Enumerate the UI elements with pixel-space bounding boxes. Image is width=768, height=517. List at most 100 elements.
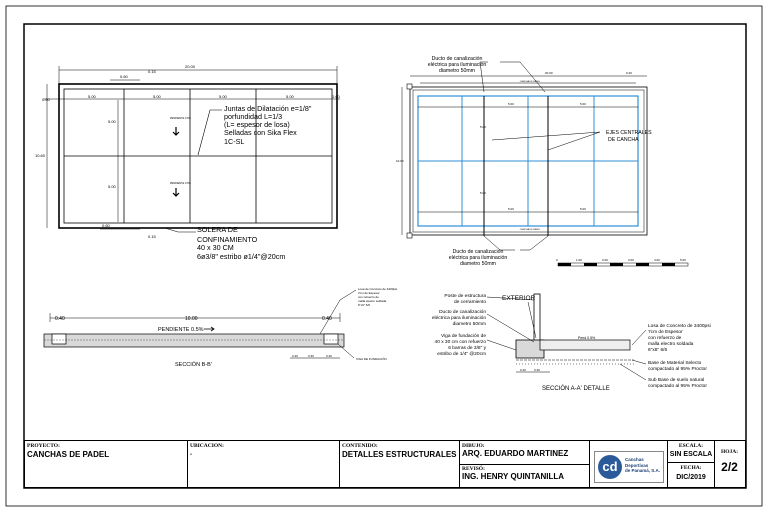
ubicacion-value: - xyxy=(190,452,192,458)
aa-exterior: EXTERIOR xyxy=(502,295,536,302)
aa-slab-note: Losa de Concreto de 3400psi 7cm de Espes… xyxy=(648,323,711,353)
aa-slab xyxy=(539,339,631,351)
svg-text:0.40: 0.40 xyxy=(520,368,526,372)
contenido-value: DETALLES ESTRUCTURALES xyxy=(342,450,457,459)
svg-text:Viga de fundación de: Viga de fundación de xyxy=(441,333,486,339)
court-outer xyxy=(409,86,648,236)
svg-text:6 barras de 3/8" y: 6 barras de 3/8" y xyxy=(448,345,486,351)
dim-side-left: 0.60 xyxy=(42,97,51,102)
svg-text:2.00: 2.00 xyxy=(602,258,608,262)
svg-text:40 x 30 CM: 40 x 30 CM xyxy=(197,243,234,252)
dim-mid-small: 0.15 xyxy=(148,69,157,74)
svg-text:con refuerzo de: con refuerzo de xyxy=(648,335,682,341)
dim-height: 10.60 xyxy=(35,153,46,158)
svg-text:7cm de Espesor: 7cm de Espesor xyxy=(358,291,380,295)
slope-mark-2: PENDIENTE 0.5% xyxy=(170,182,191,185)
svg-text:diametro 50mm: diametro 50mm xyxy=(439,68,475,74)
rdim-row1a: 5.00 xyxy=(508,102,514,106)
fecha-label: FECHA: xyxy=(680,465,702,471)
axes-note: EJES CENTRALES DE CANCHA xyxy=(606,130,652,143)
svg-text:SOLERA DE: SOLERA DE xyxy=(197,225,238,234)
dim-bottom-mid: 0.15 xyxy=(148,234,157,239)
duct-note-bottom: Ducto de canalización eléctrica para ilu… xyxy=(449,249,508,267)
svg-text:DE CANCHA: DE CANCHA xyxy=(608,137,639,143)
bb-left-dim: 0.40 xyxy=(55,316,65,322)
proyecto-label: PROYECTO: xyxy=(27,443,60,449)
svg-text:0.30: 0.30 xyxy=(534,368,540,372)
svg-text:CONFINAMIENTO: CONFINAMIENTO xyxy=(197,235,258,244)
dibujo-value: ARQ. EDUARDO MARTINEZ xyxy=(462,449,569,458)
tb-ubicacion: UBICACION: - xyxy=(188,441,340,487)
svg-text:0.40: 0.40 xyxy=(326,354,332,358)
company-logo: cd Canchas Deportivas de Panamá, S.A. xyxy=(594,451,664,483)
solera-outline xyxy=(58,83,338,229)
svg-text:40 x 30 cm con refuerzo: 40 x 30 cm con refuerzo xyxy=(435,339,487,345)
rdim-row1b: 5.00 xyxy=(580,102,586,106)
dim-seg4: 5.00 xyxy=(286,94,295,99)
rdim-row2b: 5.00 xyxy=(580,207,586,211)
svg-text:Ducto de canalización: Ducto de canalización xyxy=(432,56,483,62)
rdim-top-total: 20.00 xyxy=(545,71,553,75)
svg-text:6"x6" 6/6: 6"x6" 6/6 xyxy=(358,303,370,307)
aa-slope: Pend 0.5% xyxy=(578,336,595,340)
slope-mark-1: PENDIENTE 0.5% xyxy=(170,117,191,120)
escala-label: ESCALA: xyxy=(678,443,704,449)
rdim-row2a: 5.00 xyxy=(508,207,514,211)
hoja-value: 2/2 xyxy=(721,460,738,474)
scale-bar: 0 1.00 2.00 3.00 4.00 5.00 xyxy=(556,258,689,267)
svg-text:malla electro soldada: malla electro soldada xyxy=(648,341,694,347)
dim-seg1: 5.00 xyxy=(88,94,97,99)
aa-beam-note: Viga de fundación de 40 x 30 cm con refu… xyxy=(435,333,487,357)
svg-text:eléctrica para iluminación: eléctrica para iluminación xyxy=(449,255,508,261)
svg-text:1C-SL: 1C-SL xyxy=(224,137,244,146)
svg-text:porfundidad L=1/3: porfundidad L=1/3 xyxy=(224,112,282,121)
aa-duct-note: Ducto de canalización eléctrica para ilu… xyxy=(432,309,486,327)
tb-hoja: HOJA: 2/2 xyxy=(715,441,744,487)
svg-text:1.00: 1.00 xyxy=(576,258,582,262)
section-bb: 0.40 10.00 0.40 PENDIENTE 0.5% SECCIÓN B… xyxy=(43,287,398,368)
dim-top-small: 0.60 xyxy=(120,74,129,79)
logo-emblem-icon: cd xyxy=(598,455,622,479)
dim-side-right: 0.60 xyxy=(332,94,341,99)
aa-subbase-note: Sub Base de suelo natural compactado al … xyxy=(648,377,707,389)
bb-beam-note: VIGA DE FUNDACIÓN xyxy=(356,356,387,361)
bb-beam-right xyxy=(323,333,339,345)
svg-text:EJES CENTRALES: EJES CENTRALES xyxy=(606,130,652,136)
escala-value: SIN ESCALA xyxy=(669,451,713,458)
hoja-label: HOJA: xyxy=(720,449,739,455)
rdim-side-b: 5.00 xyxy=(480,191,486,195)
svg-text:Sub Base de suelo natural: Sub Base de suelo natural xyxy=(648,377,704,383)
svg-text:compactado al 95% Proctor: compactado al 95% Proctor xyxy=(648,366,707,372)
title-block: PROYECTO: CANCHAS DE PADEL UBICACION: - … xyxy=(24,440,746,488)
svg-text:diametro 50mm: diametro 50mm xyxy=(453,321,486,327)
bb-right-dim: 0.40 xyxy=(322,316,332,322)
aa-base-note: Base de Material Selecto compactado al 9… xyxy=(648,360,707,372)
svg-text:eléctrica para iluminación: eléctrica para iluminación xyxy=(428,62,487,68)
dibujo-label: DIBUJO: xyxy=(462,443,485,449)
bb-mid-dim: 10.00 xyxy=(185,316,198,322)
svg-text:con refuerzo de: con refuerzo de xyxy=(358,295,379,299)
svg-text:0: 0 xyxy=(556,258,558,262)
dim-half-upper: 5.00 xyxy=(108,119,117,124)
inner-frame xyxy=(23,23,747,489)
rdim-left-total: 10.00 xyxy=(396,159,404,163)
svg-text:6"x6" 6/6: 6"x6" 6/6 xyxy=(648,347,667,353)
aa-title: SECCIÓN A-A' DETALLE xyxy=(542,385,610,392)
bb-slope: PENDIENTE 0.5% xyxy=(158,327,204,333)
svg-text:de cerramiento: de cerramiento xyxy=(454,299,486,305)
reviso-label: REVISÓ: xyxy=(462,466,485,472)
svg-text:7cm de Espesor: 7cm de Espesor xyxy=(648,329,683,335)
contenido-label: CONTENIDO: xyxy=(342,443,378,449)
slope-arrow-1 xyxy=(172,127,180,136)
joint-note: Juntas de Dilatación e=1/8" porfundidad … xyxy=(224,104,312,146)
svg-text:5.00: 5.00 xyxy=(680,258,686,262)
dim-seg3: 5.00 xyxy=(219,94,228,99)
svg-text:Losa de Concreto de 3400psi: Losa de Concreto de 3400psi xyxy=(648,323,711,329)
svg-text:0.40: 0.40 xyxy=(292,354,298,358)
svg-text:(L= espesor de losa): (L= espesor de losa) xyxy=(224,120,290,129)
svg-text:malla electro soldada: malla electro soldada xyxy=(358,299,387,303)
svg-text:Ducto de canalización: Ducto de canalización xyxy=(439,309,486,315)
rdim-bottom-inner: CANCHA DE PADEL xyxy=(520,228,541,231)
reviso-value: ING. HENRY QUINTANILLA xyxy=(462,472,565,481)
